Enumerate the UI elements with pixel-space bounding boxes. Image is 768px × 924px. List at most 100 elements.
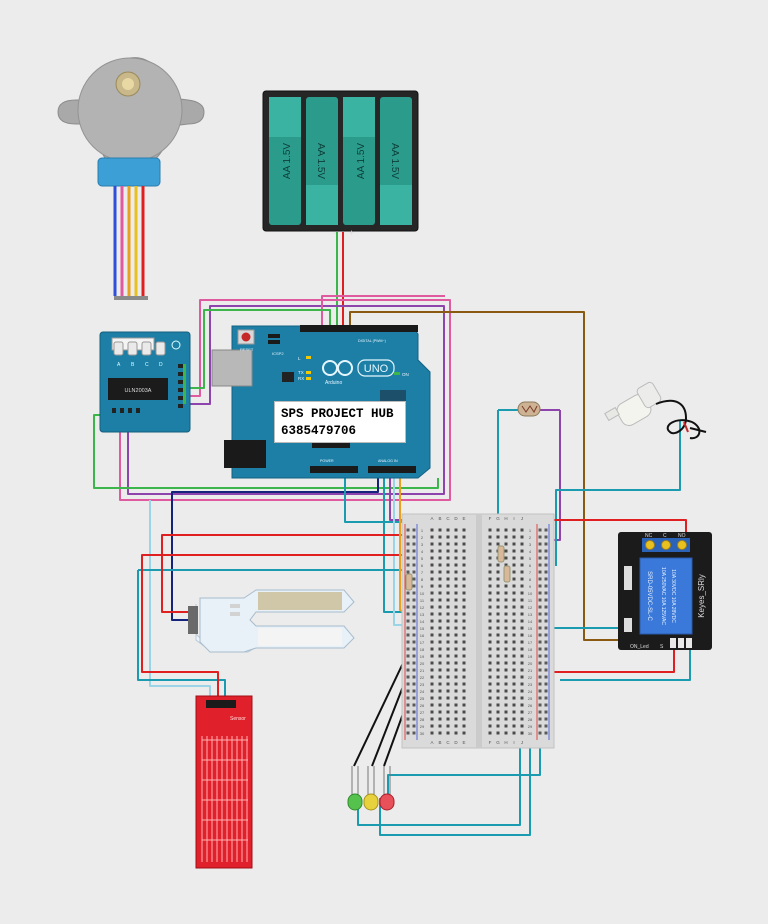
breadboard-hole[interactable] xyxy=(496,647,500,651)
breadboard-hole[interactable] xyxy=(438,612,442,616)
breadboard-rail-hole[interactable] xyxy=(538,528,542,532)
breadboard-hole[interactable] xyxy=(504,556,508,560)
breadboard-hole[interactable] xyxy=(462,640,466,644)
breadboard-hole[interactable] xyxy=(446,661,450,665)
breadboard-hole[interactable] xyxy=(504,619,508,623)
breadboard-rail-hole[interactable] xyxy=(406,731,410,735)
breadboard-hole[interactable] xyxy=(438,703,442,707)
breadboard-hole[interactable] xyxy=(446,696,450,700)
breadboard-rail-hole[interactable] xyxy=(544,598,548,602)
breadboard-hole[interactable] xyxy=(520,577,524,581)
breadboard-hole[interactable] xyxy=(520,626,524,630)
breadboard-hole[interactable] xyxy=(512,549,516,553)
breadboard-rail-hole[interactable] xyxy=(406,563,410,567)
breadboard-hole[interactable] xyxy=(446,549,450,553)
breadboard-rail-hole[interactable] xyxy=(412,640,416,644)
breadboard-hole[interactable] xyxy=(430,570,434,574)
breadboard-hole[interactable] xyxy=(496,703,500,707)
breadboard-rail-hole[interactable] xyxy=(412,549,416,553)
breadboard-hole[interactable] xyxy=(496,689,500,693)
breadboard-hole[interactable] xyxy=(512,696,516,700)
breadboard-hole[interactable] xyxy=(438,682,442,686)
breadboard-hole[interactable] xyxy=(488,696,492,700)
breadboard-hole[interactable] xyxy=(504,528,508,532)
breadboard-hole[interactable] xyxy=(446,605,450,609)
breadboard-rail-hole[interactable] xyxy=(406,556,410,560)
breadboard-hole[interactable] xyxy=(488,647,492,651)
breadboard-hole[interactable] xyxy=(462,675,466,679)
breadboard-hole[interactable] xyxy=(462,696,466,700)
breadboard-hole[interactable] xyxy=(430,542,434,546)
breadboard-rail-hole[interactable] xyxy=(538,710,542,714)
breadboard-rail-hole[interactable] xyxy=(412,584,416,588)
breadboard-hole[interactable] xyxy=(454,654,458,658)
breadboard-rail-hole[interactable] xyxy=(538,556,542,560)
breadboard-hole[interactable] xyxy=(512,542,516,546)
breadboard-hole[interactable] xyxy=(488,584,492,588)
breadboard-hole[interactable] xyxy=(430,717,434,721)
breadboard-hole[interactable] xyxy=(438,598,442,602)
breadboard-hole[interactable] xyxy=(454,619,458,623)
breadboard-rail-hole[interactable] xyxy=(538,563,542,567)
breadboard-rail-hole[interactable] xyxy=(406,717,410,721)
breadboard-rail-hole[interactable] xyxy=(538,675,542,679)
breadboard-hole[interactable] xyxy=(520,591,524,595)
breadboard-rail-hole[interactable] xyxy=(406,570,410,574)
breadboard-rail-hole[interactable] xyxy=(544,661,548,665)
breadboard-hole[interactable] xyxy=(504,703,508,707)
breadboard-hole[interactable] xyxy=(430,689,434,693)
breadboard-hole[interactable] xyxy=(430,710,434,714)
breadboard-rail-hole[interactable] xyxy=(538,542,542,546)
breadboard-hole[interactable] xyxy=(430,612,434,616)
breadboard-rail-hole[interactable] xyxy=(412,605,416,609)
breadboard-rail-hole[interactable] xyxy=(412,682,416,686)
breadboard-rail-hole[interactable] xyxy=(538,668,542,672)
breadboard-hole[interactable] xyxy=(462,689,466,693)
breadboard-hole[interactable] xyxy=(488,668,492,672)
breadboard-hole[interactable] xyxy=(462,710,466,714)
breadboard-hole[interactable] xyxy=(462,556,466,560)
breadboard-hole[interactable] xyxy=(430,605,434,609)
breadboard-hole[interactable] xyxy=(488,633,492,637)
breadboard-rail-hole[interactable] xyxy=(538,570,542,574)
breadboard-hole[interactable] xyxy=(438,724,442,728)
breadboard-hole[interactable] xyxy=(446,640,450,644)
breadboard-hole[interactable] xyxy=(446,528,450,532)
breadboard-hole[interactable] xyxy=(438,696,442,700)
breadboard-hole[interactable] xyxy=(512,563,516,567)
breadboard-rail-hole[interactable] xyxy=(412,591,416,595)
breadboard-hole[interactable] xyxy=(454,717,458,721)
breadboard-rail-hole[interactable] xyxy=(544,675,548,679)
breadboard-rail-hole[interactable] xyxy=(412,675,416,679)
breadboard-hole[interactable] xyxy=(462,605,466,609)
breadboard-hole[interactable] xyxy=(438,626,442,630)
breadboard-hole[interactable] xyxy=(446,633,450,637)
breadboard-rail-hole[interactable] xyxy=(406,710,410,714)
breadboard-hole[interactable] xyxy=(520,731,524,735)
breadboard-hole[interactable] xyxy=(438,556,442,560)
breadboard-hole[interactable] xyxy=(454,535,458,539)
breadboard-hole[interactable] xyxy=(438,591,442,595)
breadboard-hole[interactable] xyxy=(496,598,500,602)
breadboard-rail-hole[interactable] xyxy=(544,535,548,539)
breadboard-rail-hole[interactable] xyxy=(412,696,416,700)
breadboard-hole[interactable] xyxy=(512,731,516,735)
breadboard-hole[interactable] xyxy=(504,598,508,602)
breadboard-hole[interactable] xyxy=(520,535,524,539)
breadboard-rail-hole[interactable] xyxy=(538,731,542,735)
breadboard-hole[interactable] xyxy=(454,577,458,581)
breadboard-hole[interactable] xyxy=(446,675,450,679)
breadboard-hole[interactable] xyxy=(446,647,450,651)
breadboard-hole[interactable] xyxy=(454,591,458,595)
breadboard-hole[interactable] xyxy=(462,577,466,581)
breadboard-hole[interactable] xyxy=(462,731,466,735)
breadboard-rail-hole[interactable] xyxy=(538,633,542,637)
breadboard-hole[interactable] xyxy=(462,591,466,595)
breadboard-rail-hole[interactable] xyxy=(538,717,542,721)
breadboard-hole[interactable] xyxy=(504,591,508,595)
breadboard-hole[interactable] xyxy=(438,549,442,553)
breadboard-rail-hole[interactable] xyxy=(544,654,548,658)
breadboard-rail-hole[interactable] xyxy=(544,703,548,707)
breadboard-hole[interactable] xyxy=(504,647,508,651)
breadboard-rail-hole[interactable] xyxy=(538,584,542,588)
